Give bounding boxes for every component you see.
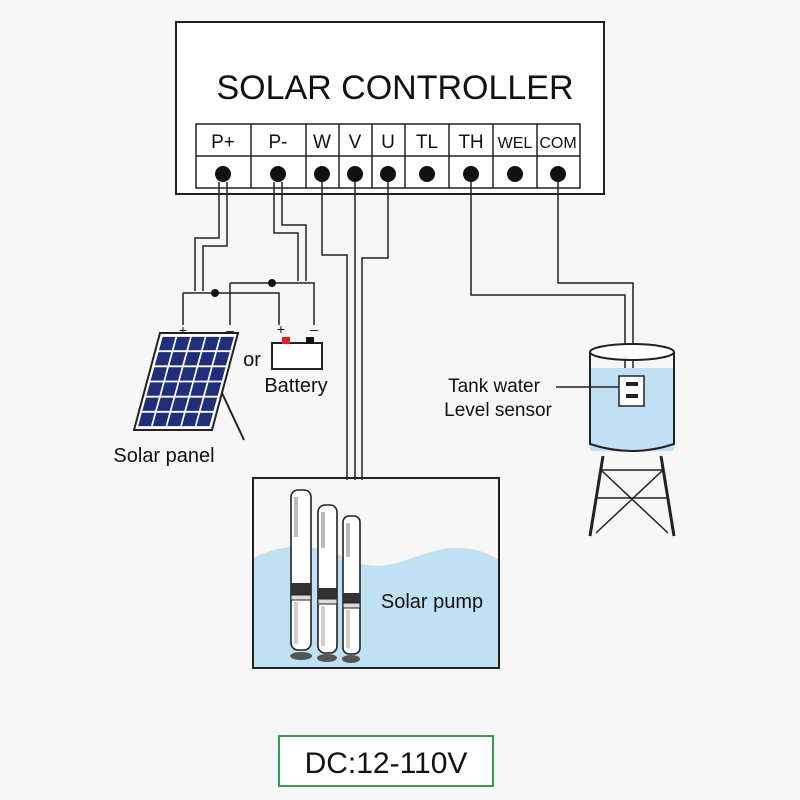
- solar-panel-stand: [221, 392, 245, 441]
- controller-box: [175, 21, 605, 195]
- terminal-labels: P+ P- W V U TL TH WEL COM: [211, 132, 577, 153]
- battery-body: [271, 342, 323, 370]
- solar-cell: [146, 382, 163, 396]
- terminal-label-com: COM: [539, 135, 576, 152]
- sensor-label-line1: Tank water: [448, 376, 541, 397]
- solar-cell: [165, 367, 182, 381]
- tank-cross-braces: [595, 469, 669, 534]
- solar-cell: [194, 367, 211, 381]
- terminal-label-wel: WEL: [498, 135, 533, 152]
- solar-panel-label: Solar panel: [113, 445, 214, 467]
- terminal-screws: [215, 166, 566, 182]
- terminal-label-p-plus: P+: [211, 132, 235, 153]
- controller-title: SOLAR CONTROLLER: [216, 69, 573, 107]
- well-water: [253, 546, 499, 668]
- voltage-box: DC:12-110V: [278, 735, 494, 787]
- solar-cell: [150, 367, 168, 381]
- solar-cell: [167, 412, 184, 427]
- well-box: [252, 477, 500, 669]
- solar-panel-cells: [138, 336, 234, 427]
- solar-cell: [138, 412, 155, 427]
- solar-controller: SOLAR CONTROLLER P+ P- W V U TL TH WEL C…: [175, 21, 605, 195]
- tank-legs: [588, 455, 676, 537]
- solar-cell: [184, 352, 201, 366]
- solar-cell: [186, 397, 203, 411]
- solar-cell: [161, 382, 178, 396]
- solar-cell: [156, 397, 174, 411]
- battery-label: Battery: [264, 375, 327, 397]
- wire-junctions: [211, 279, 276, 297]
- solar-cell: [196, 412, 213, 427]
- solar-cell: [142, 397, 159, 411]
- solar-cell: [202, 336, 220, 351]
- solar-cell: [188, 336, 205, 351]
- solar-cell: [152, 412, 170, 427]
- pump-label: Solar pump: [381, 591, 483, 613]
- solar-cell: [190, 382, 207, 396]
- voltage-label: DC:12-110V: [305, 747, 468, 780]
- terminal-label-v: V: [349, 132, 362, 153]
- solar-cell: [154, 352, 172, 366]
- battery-positive-terminal: [282, 337, 290, 344]
- solar-cell: [173, 336, 191, 351]
- tank-body: [589, 352, 675, 452]
- battery-minus: –: [310, 321, 318, 337]
- solar-cell: [159, 336, 176, 351]
- pump-3: [342, 515, 361, 663]
- solar-cell: [204, 382, 222, 396]
- battery-negative-terminal: [306, 337, 314, 344]
- solar-cell: [181, 412, 199, 427]
- sensor-label-line2: Level sensor: [444, 400, 552, 421]
- solar-cell: [213, 352, 230, 366]
- solar-cell: [200, 397, 218, 411]
- terminal-label-w: W: [313, 132, 331, 153]
- terminal-label-tl: TL: [416, 132, 438, 153]
- terminal-label-p-minus: P-: [269, 132, 288, 153]
- battery: + – or Battery: [243, 321, 328, 397]
- solar-panel: + – Solar panel: [113, 322, 245, 467]
- pump-1: [290, 489, 312, 660]
- solar-cell: [171, 397, 188, 411]
- solar-cell: [198, 352, 216, 366]
- pump-2: [317, 504, 338, 662]
- wiring: [182, 182, 634, 480]
- solar-cell: [169, 352, 186, 366]
- solar-cell: [209, 367, 226, 381]
- battery-or-label: or: [243, 349, 261, 371]
- water-tank: Tank water Level sensor: [444, 343, 676, 537]
- solar-panel-minus: –: [226, 322, 234, 338]
- terminal-label-th: TH: [458, 132, 483, 153]
- level-sensor: [618, 375, 645, 407]
- battery-plus: +: [277, 321, 285, 337]
- terminal-label-u: U: [381, 132, 395, 153]
- solar-cell: [175, 382, 193, 396]
- tank-rim: [589, 343, 675, 361]
- solar-cell: [217, 336, 234, 351]
- pump-well: Solar pump: [252, 477, 500, 669]
- solar-panel-plus: +: [179, 322, 187, 338]
- solar-cell: [179, 367, 197, 381]
